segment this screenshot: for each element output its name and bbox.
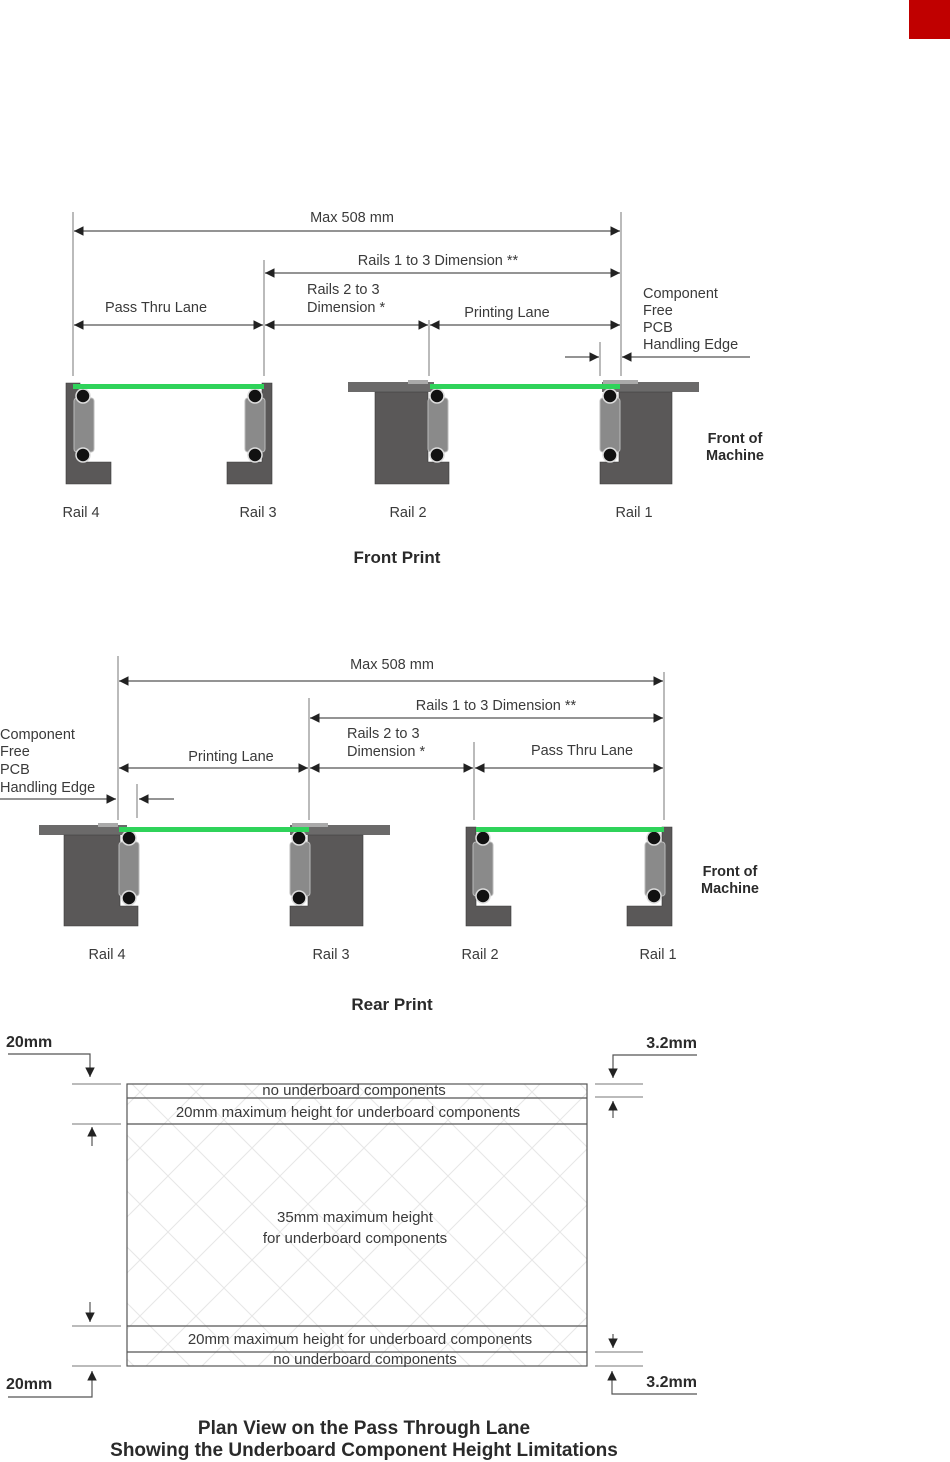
rear-print-diagram: Max 508 mm Rails 1 to 3 Dimension ** Pri…	[0, 656, 759, 1014]
hatched-area	[127, 1084, 587, 1366]
edge-label-1: Component	[0, 727, 75, 743]
max-label: Max 508 mm	[310, 210, 394, 226]
zone-center-label-1: 35mm maximum height	[277, 1209, 434, 1226]
rear-print-title: Rear Print	[351, 995, 433, 1014]
rails23-label-line2: Dimension *	[347, 744, 426, 760]
right-top-dim-label: 3.2mm	[646, 1035, 697, 1052]
rail-1-label: Rail 1	[639, 947, 676, 963]
printing-lane-label: Printing Lane	[188, 749, 273, 765]
front-of-machine-line2: Machine	[706, 448, 764, 464]
rails23-label-line2: Dimension *	[307, 300, 386, 316]
rail-3-label: Rail 3	[239, 505, 276, 521]
front-of-machine-line2: Machine	[701, 881, 759, 897]
left-bottom-arrow	[8, 1371, 97, 1398]
rail-1	[626, 826, 673, 927]
rail-3-label: Rail 3	[312, 947, 349, 963]
plan-view-diagram: no underboard components 20mm maximum he…	[6, 1034, 697, 1461]
left-top-arrow	[8, 1053, 95, 1077]
rail-4-label: Rail 4	[88, 947, 125, 963]
rail-2-label: Rail 2	[461, 947, 498, 963]
rail-2-label: Rail 2	[389, 505, 426, 521]
rail-3	[289, 823, 390, 927]
rail-2	[465, 826, 512, 927]
rail-4-label: Rail 4	[62, 505, 99, 521]
pcb-board	[73, 384, 264, 389]
left-bottom-dim-label: 20mm	[6, 1376, 52, 1393]
rail-4	[65, 382, 112, 485]
pass-through-lane-outline	[126, 1083, 588, 1367]
edge-label-3: PCB	[643, 320, 673, 336]
pcb-board	[430, 384, 620, 389]
zone-top-20mm-label: 20mm maximum height for underboard compo…	[176, 1104, 520, 1121]
rail-1-label: Rail 1	[615, 505, 652, 521]
zone-center-label-2: for underboard components	[263, 1230, 447, 1247]
rail-2	[348, 380, 450, 485]
edge-label-4: Handling Edge	[643, 337, 738, 353]
rails13-label: Rails 1 to 3 Dimension **	[358, 253, 519, 269]
plan-view-title-line1: Plan View on the Pass Through Lane	[198, 1418, 530, 1439]
front-of-machine-line1: Front of	[703, 864, 758, 880]
right-bottom-dim-label: 3.2mm	[646, 1374, 697, 1391]
front-print-diagram: Max 508 mm Rails 1 to 3 Dimension ** Pas…	[62, 210, 764, 567]
pcb-board	[476, 827, 664, 832]
zone-bottom-edge-label: no underboard components	[273, 1351, 456, 1368]
left-top-dim-label: 20mm	[6, 1034, 52, 1051]
pass-thru-lane-label: Pass Thru Lane	[105, 300, 207, 316]
rail-3	[226, 382, 273, 485]
edge-label-3: PCB	[0, 762, 30, 778]
page-marker	[909, 0, 950, 39]
zone-bottom-20mm-label: 20mm maximum height for underboard compo…	[188, 1331, 532, 1348]
plan-view-title-line2: Showing the Underboard Component Height …	[110, 1440, 618, 1461]
zone-top-edge-label: no underboard components	[262, 1082, 445, 1099]
rails23-label-line1: Rails 2 to 3	[307, 282, 380, 298]
rails23-label-line1: Rails 2 to 3	[347, 726, 420, 742]
front-print-title: Front Print	[354, 548, 441, 567]
edge-label-2: Free	[0, 744, 30, 760]
rails13-label: Rails 1 to 3 Dimension **	[416, 698, 577, 714]
front-of-machine-line1: Front of	[708, 431, 763, 447]
printing-lane-label: Printing Lane	[464, 305, 549, 321]
edge-label-2: Free	[643, 303, 673, 319]
rail-1	[599, 380, 699, 485]
right-top-arrow	[608, 1054, 697, 1078]
right-bottom-arrow	[607, 1371, 697, 1395]
rail-4	[39, 823, 140, 927]
max-label: Max 508 mm	[350, 657, 434, 673]
edge-label-1: Component	[643, 286, 718, 302]
edge-label-4: Handling Edge	[0, 780, 95, 796]
pass-thru-lane-label: Pass Thru Lane	[531, 743, 633, 759]
pcb-board	[119, 827, 309, 832]
